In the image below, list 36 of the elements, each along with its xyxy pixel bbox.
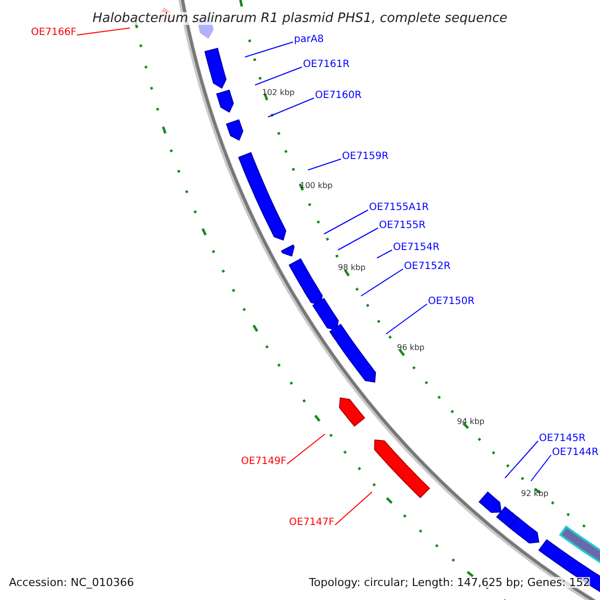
gene-label: OE7147F	[289, 518, 334, 528]
leader-line	[376, 250, 392, 258]
leader-line	[254, 66, 302, 86]
gene-label: OE7159R	[342, 152, 389, 162]
tick-label: 102 kbp	[262, 89, 295, 97]
accession-note: Accession: NC_010366	[9, 576, 134, 588]
leader-line	[324, 210, 368, 234]
leader-line	[386, 304, 428, 334]
title: Halobacterium salinarum R1 plasmid PHS1, complete sequence	[92, 12, 508, 24]
leader-line	[286, 434, 326, 464]
gene-label: OE7152R	[404, 262, 451, 272]
tick-label: 98 kbp	[338, 264, 366, 272]
gene-label: OE7166F	[31, 28, 76, 38]
gene-label: OE7144R	[552, 448, 599, 458]
tick-label: 96 kbp	[397, 344, 425, 352]
gene-label: OE7161R	[303, 60, 350, 70]
gene-label: OE7145R	[539, 434, 586, 444]
leader-line	[244, 42, 294, 58]
leader-line	[76, 28, 130, 36]
gene-label: OE7154R	[393, 243, 440, 253]
gene-label: OE7149F	[241, 457, 286, 467]
gene-label: OE7155R	[379, 221, 426, 231]
leader-line	[308, 158, 342, 170]
leader-line	[504, 440, 538, 478]
tick-label: 94 kbp	[457, 418, 485, 426]
leader-line	[530, 454, 552, 482]
gene-label: OE7155A1R	[369, 203, 429, 213]
leader-line	[360, 268, 404, 296]
leader-line	[338, 228, 378, 250]
leader-line	[334, 492, 372, 526]
gene-label: OE7160R	[315, 91, 362, 101]
leader-line	[268, 98, 314, 118]
tick-label: 92 kbp	[521, 490, 549, 498]
gene-label: parA8	[294, 35, 324, 45]
gene-label: OE7150R	[428, 297, 475, 307]
genome-info-note: Topology: circular; Length: 147,625 bp; Genes: 152	[309, 576, 590, 588]
